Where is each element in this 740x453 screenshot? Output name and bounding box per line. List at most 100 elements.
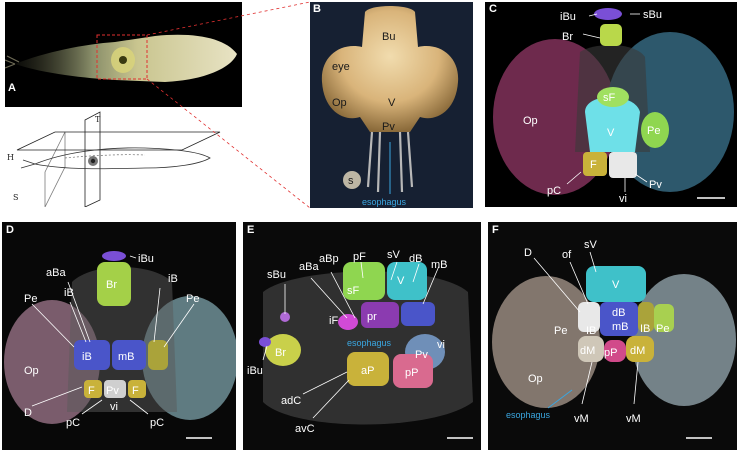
label-vi-c: vi <box>619 193 627 205</box>
label-pp-e: pP <box>405 367 418 379</box>
label-br-e: Br <box>275 347 286 359</box>
label-bu: Bu <box>382 31 395 43</box>
squid-schematic <box>16 111 221 207</box>
brachial-lobe <box>600 24 622 46</box>
axis-label-t: T <box>95 115 101 124</box>
panel-d: iBu Br aBa iB Pe Pe iB mB iB Op F Pv F v… <box>2 222 236 450</box>
dorsal-basal-f <box>600 302 638 336</box>
label-ib-d3: iB <box>82 351 92 363</box>
label-esophagus-b: esophagus <box>362 197 407 207</box>
buccal-lobe <box>594 8 622 20</box>
label-sf-c: sF <box>603 92 616 104</box>
label-esophagus-f: esophagus <box>506 410 551 420</box>
label-vm-f1: vM <box>574 413 589 425</box>
label-pc-d2: pC <box>150 417 164 429</box>
panel-label-f: F <box>492 224 499 236</box>
posterior-pedal <box>393 354 433 388</box>
panel-label-c: C <box>489 3 497 15</box>
panel-a: T H S A <box>5 2 242 207</box>
panel-label-d: D <box>6 224 14 236</box>
label-ib-d1: iB <box>64 287 74 299</box>
panel-c-graphic: iBu sBu Br sF Op V Pe F pC Pv vi <box>493 8 734 205</box>
label-f-d2: F <box>132 385 139 397</box>
axis-label-h: H <box>7 153 14 162</box>
label-pv: Pv <box>382 121 395 133</box>
label-vi-e: vi <box>437 339 445 351</box>
posterior-pedal-f <box>604 340 626 362</box>
squid-brain <box>321 6 459 132</box>
label-s: s <box>348 175 354 187</box>
precommissural-lobe <box>361 302 399 328</box>
inferior-basal-right <box>148 340 168 370</box>
label-ib-f2: IB <box>640 323 650 335</box>
panel-label-e: E <box>247 224 255 236</box>
panel-e: sBu aBa aBp pF sV dB mB sF V iF pr Br Pv… <box>243 222 481 450</box>
label-aba-e: aBa <box>299 261 319 273</box>
label-sv-e: sV <box>387 249 401 261</box>
label-vm-f2: vM <box>626 413 641 425</box>
label-pe-f1: Pe <box>554 325 567 337</box>
peduncle-right-f <box>654 304 674 332</box>
superior-frontal-e <box>343 262 385 300</box>
vertical-lobe-f <box>586 266 646 302</box>
panel-c: iBu sBu Br sF Op V Pe F pC Pv vi C <box>485 2 737 207</box>
fin-lobe <box>583 152 607 176</box>
palliovisceral-lobe <box>609 152 637 178</box>
label-db-f: dB <box>612 307 625 319</box>
panel-d-graphic: iBu Br aBa iB Pe Pe iB mB iB Op F Pv F v… <box>4 251 236 439</box>
nerves <box>366 131 414 193</box>
label-sf-e: sF <box>347 285 360 297</box>
label-pc-c: pC <box>547 185 561 197</box>
panel-f-leaders <box>533 251 639 405</box>
label-abp-e: aBp <box>319 253 339 265</box>
axis-label-s: S <box>13 193 18 202</box>
label-d-f: D <box>524 247 532 259</box>
anterior-pedal <box>347 352 389 386</box>
label-pc-d1: pC <box>66 417 80 429</box>
label-vi-d: vi <box>110 401 118 413</box>
panel-a-graphic: T H S <box>5 2 242 207</box>
panel-e-leaders <box>262 261 440 419</box>
label-pf-e: pF <box>353 251 366 263</box>
label-v-e: V <box>397 275 405 287</box>
optic-lobe-left-f <box>492 276 600 408</box>
label-br-c: Br <box>562 31 573 43</box>
panel-b-graphic: Bu eye Op V Pv s esophagus <box>310 2 473 208</box>
panel-c-leaders <box>566 13 648 192</box>
label-v-c: V <box>607 127 615 139</box>
label-v: V <box>388 97 396 109</box>
label-pe-c: Pe <box>647 125 660 137</box>
panel-label-a: A <box>8 82 16 94</box>
panel-label-b: B <box>313 3 321 15</box>
panel-f-graphic: D of sV V dB Pe IB mB IB Pe dM pP dM Op … <box>492 239 736 439</box>
label-v-f: V <box>612 279 620 291</box>
label-f-d1: F <box>88 385 95 397</box>
medial-basal-e <box>401 302 435 326</box>
panel-b: Bu eye Op V Pv s esophagus B <box>310 2 473 208</box>
inferior-basal-left <box>74 340 110 370</box>
label-pv-c: Pv <box>649 179 662 191</box>
label-mb-f: mB <box>612 321 629 333</box>
brachial-lobe-e <box>265 334 301 366</box>
label-ib-d2: iB <box>168 273 178 285</box>
zoom-box <box>96 34 148 80</box>
label-pp-f: pP <box>604 347 617 359</box>
label-pe-f2: Pe <box>656 323 669 335</box>
label-op-c: Op <box>523 115 538 127</box>
peduncle-left-f <box>578 302 600 332</box>
dorsal-magnocellular-left <box>578 336 604 362</box>
squid-eye <box>119 56 127 64</box>
label-f-c: F <box>590 159 597 171</box>
label-pr-e: pr <box>367 311 377 323</box>
label-esophagus-e: esophagus <box>347 338 392 348</box>
squid-arms <box>5 55 20 69</box>
vertical-lobe-e <box>387 262 427 300</box>
buccal-lobe-d <box>102 251 126 261</box>
label-ib-f1: IB <box>586 325 596 337</box>
label-eye: eye <box>332 61 350 73</box>
label-if-e: iF <box>329 315 338 327</box>
superior-frontal-lobe <box>597 87 629 107</box>
label-mb-d: mB <box>118 351 135 363</box>
